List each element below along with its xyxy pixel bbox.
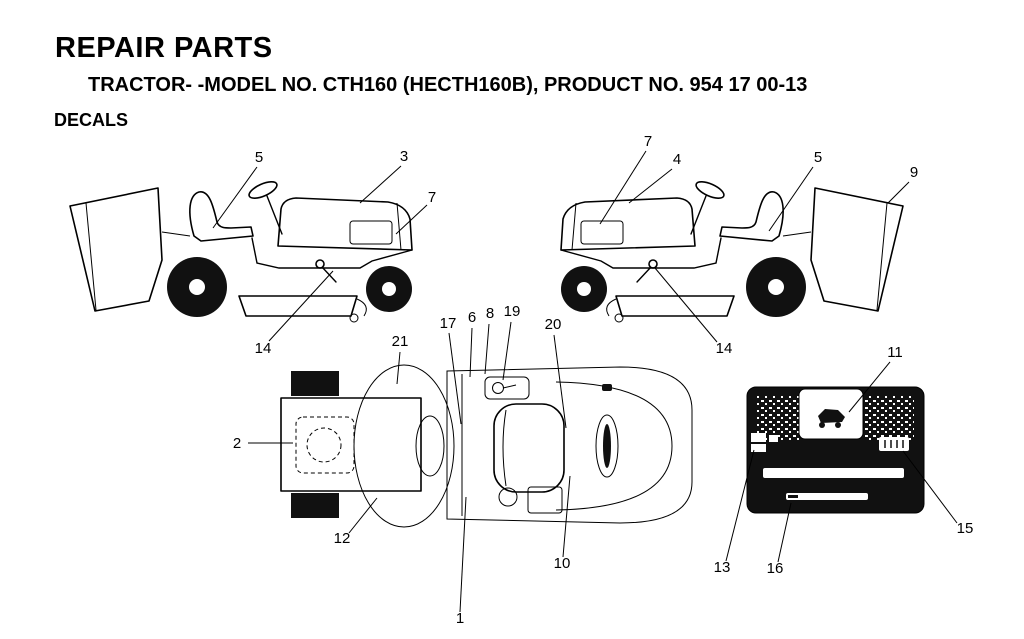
steering-wheel-top [353,364,455,528]
model-subtitle: TRACTOR- -MODEL NO. CTH160 (HECTH160B), … [88,74,808,96]
callout-number: 5 [255,149,263,166]
section-label: DECALS [54,110,129,130]
leader-line [212,166,258,229]
callout-number: 20 [545,316,562,333]
top-view-callouts: 21 17 6 8 19 20 2 12 1 10 [233,303,571,627]
leader-line [725,449,755,562]
rear-panel-leader-lines [725,361,958,563]
leader-line [777,502,792,563]
front-frame [280,397,422,492]
left-view-callouts: 5 3 7 14 [255,148,437,357]
leader-line [395,204,428,235]
tractor-top-view: 21 17 6 8 19 20 2 12 1 10 [233,303,693,627]
leader-line [484,323,490,375]
top-view-wheel [291,493,339,518]
seat-top [493,403,565,493]
warning-decal-right [879,437,909,451]
callout-number: 4 [673,151,681,168]
callout-number: 5 [814,149,822,166]
tractor-left-side-view: 5 3 7 14 [69,148,437,357]
left-view-leader-lines [212,165,428,342]
leader-line [628,168,673,204]
callout-number: 19 [504,303,521,320]
callout-number: 9 [910,164,918,181]
callout-number: 7 [644,133,652,150]
leader-line [553,334,567,429]
right-view-leader-lines [599,150,910,343]
brand-logo-glyph [818,409,845,428]
callout-number: 13 [714,559,731,576]
callout-number: 14 [716,340,733,357]
leader-line [469,327,473,378]
callout-number: 3 [400,148,408,165]
leader-line [396,351,401,385]
leader-line [562,475,571,558]
leader-line [268,270,334,342]
leader-line [459,496,467,613]
top-view-leader-lines [248,321,571,613]
top-view-wheel [291,371,339,396]
leader-line [599,150,647,225]
callout-number: 8 [486,305,494,322]
callout-number: 6 [468,309,476,326]
leader-line [848,361,891,413]
leader-line [359,165,402,204]
leader-line [768,166,814,232]
warning-decal-left [751,433,778,452]
panel-bottom-decal [786,493,868,500]
callout-number: 11 [887,344,903,361]
leader-line [887,181,910,204]
callout-number: 12 [334,530,351,547]
callout-number: 14 [255,340,272,357]
right-view-callouts: 7 4 5 9 14 [644,133,918,357]
callout-number: 10 [554,555,571,572]
callout-number: 1 [456,610,464,627]
panel-bar-decal [763,468,904,478]
body-outline [446,366,693,524]
rear-panel-callouts: 11 13 16 15 [714,344,974,577]
page-title: REPAIR PARTS [55,32,273,64]
callout-number: 21 [392,333,409,350]
callout-number: 15 [957,520,974,537]
leader-line [902,450,958,524]
leader-line [654,267,718,343]
rear-panel-view: 11 13 16 15 [714,344,974,577]
callout-number: 7 [428,189,436,206]
tractor-right-side-view: 7 4 5 9 14 [560,133,918,357]
leader-line [448,332,462,425]
callout-number: 17 [440,315,457,332]
callout-number: 2 [233,435,241,452]
ignition-decal [484,376,530,400]
leader-line [502,321,512,381]
leader-line [348,497,378,534]
fuel-cap [498,487,518,507]
callout-number: 16 [767,560,784,577]
